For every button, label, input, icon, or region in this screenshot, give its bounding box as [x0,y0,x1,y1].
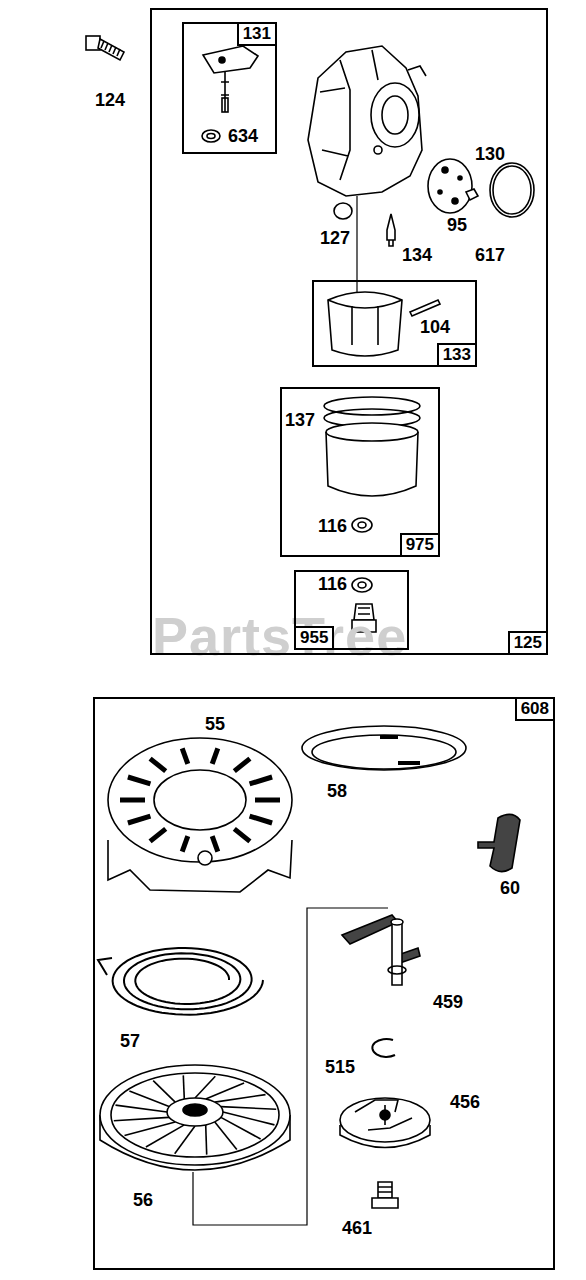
callout-number: 95 [447,215,467,235]
callout-number: 104 [420,317,450,337]
housing-slot [182,748,188,764]
washer-116 [352,518,372,532]
part-group-box: 125 131 133 975 955 [150,8,548,655]
needle-134 [387,214,395,246]
group-number-tab: 608 [515,699,553,721]
pulley-fin [183,1075,184,1099]
callout-number: 127 [320,228,350,248]
pulley-fin [195,1076,215,1098]
pulley-fin [129,1091,169,1107]
pulley-fin [114,1117,169,1120]
part-group-box: 133 [312,280,477,367]
plug-127 [334,203,352,219]
callout-number: 137 [285,410,315,430]
callout-number: 116 [318,574,347,594]
housing-slot [234,829,250,842]
carburetor-body [308,46,426,330]
pin-104 [410,300,440,316]
washer-116b [352,578,372,592]
callout-number: 55 [205,714,225,734]
starter-housing-55 [108,738,292,892]
housing-slot [234,759,250,772]
handle-60 [478,814,520,871]
housing-slot [250,777,273,784]
pulley-fin [215,1122,237,1150]
callout-number: 456 [450,1092,480,1112]
group-number-tab: 133 [437,343,475,365]
group-number-tab: 131 [237,24,275,46]
callout-number: 461 [342,1218,372,1238]
screw-461 [372,1182,398,1208]
housing-slot [150,829,166,842]
callout-number: 459 [433,992,463,1012]
pulley-fin [206,1083,244,1099]
housing-slot [182,836,188,852]
callout-number: 130 [475,144,505,164]
housing-slot [255,798,280,803]
callout-number: 617 [475,245,505,265]
throttle-shaft [203,46,258,112]
pulley-fin [125,1122,176,1136]
part-group-box: 608 [93,697,555,1270]
group-bracket [193,908,388,1225]
housing-slot [128,777,150,784]
callout-number: 57 [120,1031,140,1051]
group-number-tab: 975 [400,533,438,555]
watermark: PartsTree [152,606,407,666]
retainer-456 [340,1098,430,1148]
housing-slot [150,759,166,772]
part-group-box: 955 [294,570,409,650]
starter-rope-58 [302,726,466,770]
callout-number: 60 [500,878,520,898]
callout-number: 116 [318,516,347,536]
retainer-ring-515 [372,1039,395,1057]
callout-number: 634 [228,126,258,146]
screw-124 [86,36,124,60]
callout-number: 134 [402,245,432,265]
callout-number: 124 [95,90,125,110]
diaphragm-130 [428,159,472,213]
washer-634 [202,130,220,142]
housing-slot [120,798,145,803]
callout-number: 56 [133,1190,153,1210]
pulley-fin [221,1107,276,1110]
pulley-fin [215,1095,266,1103]
callout-number: 515 [325,1057,355,1077]
group-number-tab: 955 [296,626,334,648]
housing-slot [250,816,273,823]
housing-slot [212,836,218,852]
rewind-spring-57 [98,948,263,1015]
pulley-fin [153,1081,175,1103]
callout-number: 58 [327,781,347,801]
pulley-fin [116,1105,168,1112]
housing-slot [212,748,218,764]
pulley-fin [175,1126,195,1154]
float-133 [328,292,402,356]
screw-95 [466,189,478,200]
float-bowl-975 [324,397,420,496]
pulley-56 [100,1065,290,1170]
starter-dog-459 [342,915,420,985]
group-number-tab: 125 [508,631,546,653]
o-ring-617 [490,163,534,217]
housing-slot [128,816,150,823]
pulley-fin [206,1125,207,1155]
